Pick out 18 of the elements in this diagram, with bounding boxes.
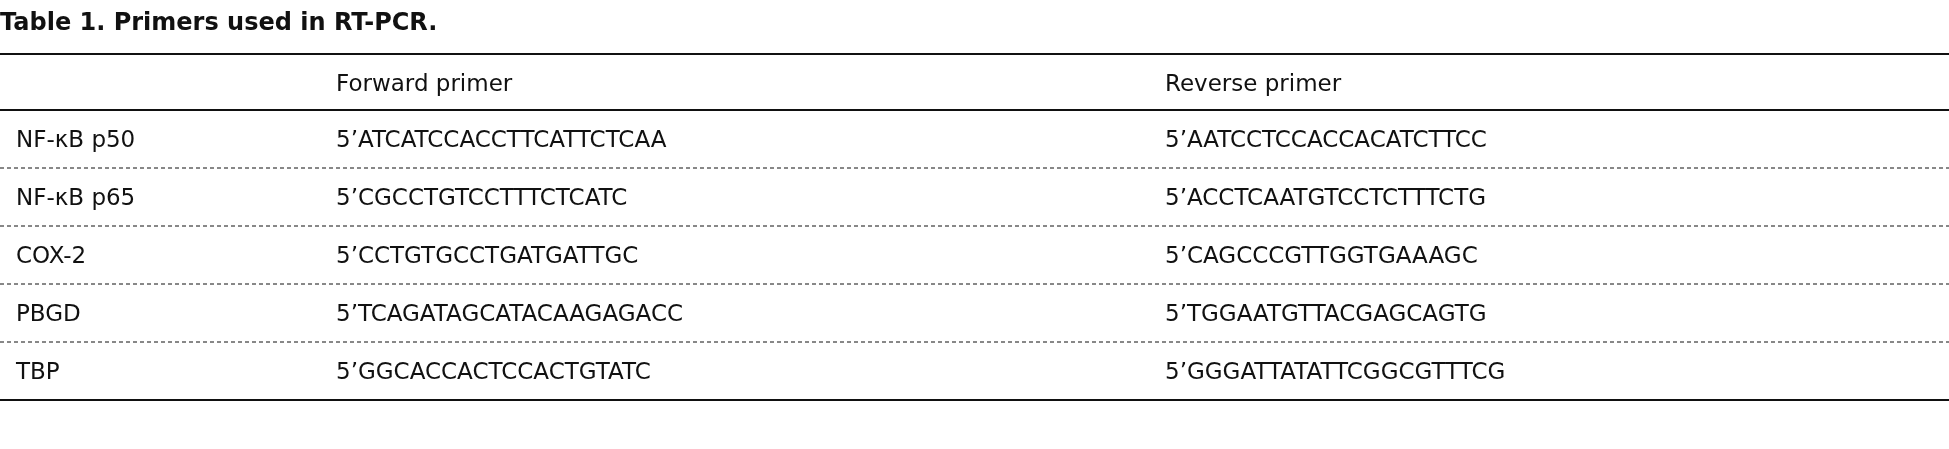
table-cell-text: 5’GGCACCACTCCACTGTATC — [336, 357, 651, 386]
column-header: Reverse primer — [1165, 69, 1342, 98]
table-cell-text: TBP — [16, 357, 60, 386]
table-cell-text: 5’GGGATTATATTCGGCGTTTCG — [1165, 357, 1506, 386]
table-cell-text: 5’TCAGATAGCATACAAGAGACC — [336, 299, 683, 328]
table-cell-text: 5’AATCCTCCACCACATCTTCC — [1165, 125, 1487, 154]
column-header: Forward primer — [336, 69, 513, 98]
table-cell-text: 5’CCTGTGCCTGATGATTGC — [336, 241, 639, 270]
table-cell-text: 5’ATCATCCACCTTCATTCTCAA — [336, 125, 667, 154]
table-cell-text: 5’TGGAATGTTACGAGCAGTG — [1165, 299, 1487, 328]
table-cell-text: NF-κB p50 — [16, 125, 136, 154]
table-title: Table 1. Primers used in RT-PCR. — [0, 7, 438, 38]
table-cell-text: NF-κB p65 — [16, 183, 136, 212]
table-cell-text: 5’CAGCCCGTTGGTGAAAGC — [1165, 241, 1478, 270]
table-cell-text: 5’CGCCTGTCCTTTCTCATC — [336, 183, 628, 212]
table-cell-text: PBGD — [16, 299, 81, 328]
table-cell-text: 5’ACCTCAATGTCCTCTTTCTG — [1165, 183, 1487, 212]
table-cell-text: COX-2 — [16, 241, 87, 270]
